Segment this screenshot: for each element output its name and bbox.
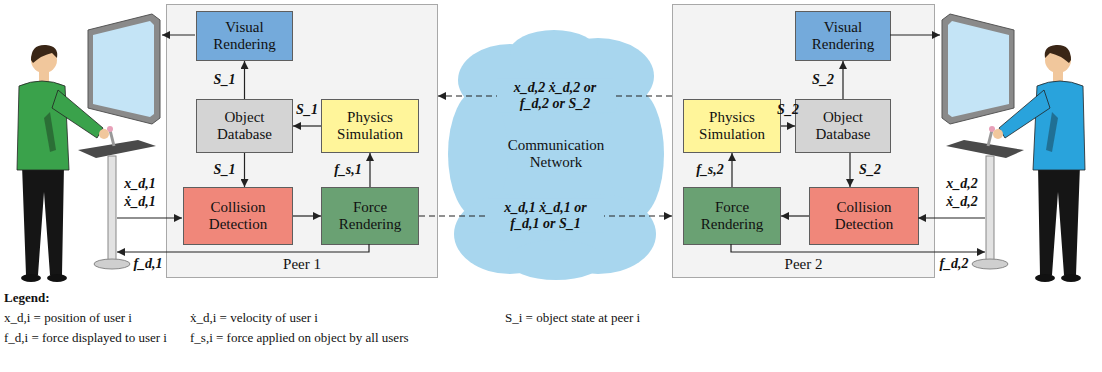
position-arrow [117, 217, 182, 218]
flow-arrow [849, 153, 850, 187]
signal-label: ẋ_d,2 [946, 194, 978, 210]
box-label: Object Database [203, 109, 286, 144]
user-1-figure [17, 14, 160, 282]
peer-title: Peer 2 [673, 256, 934, 273]
legend-entry: f_s,i = force applied on object by all u… [190, 330, 409, 346]
user-2-figure [942, 14, 1085, 282]
flow-arrow [781, 125, 795, 126]
process-box: Object Database [196, 99, 293, 153]
box-label: Physics Simulation [690, 109, 774, 144]
cloud-lobe [510, 30, 598, 74]
box-label: Force Rendering [328, 199, 412, 234]
process-box: Collision Detection [183, 187, 293, 245]
cloud-lobe [508, 240, 604, 280]
flow-arrow [244, 153, 245, 187]
edge-label: f_s,1 [334, 162, 362, 178]
box-label: Object Database [802, 109, 884, 144]
process-box: Object Database [795, 99, 891, 153]
box-label: Force Rendering [690, 199, 774, 234]
process-box: Visual Rendering [795, 11, 891, 61]
edge-label: S_1 [214, 72, 236, 88]
edge-label: S_1 [214, 162, 236, 178]
edge-label: x_d,2 ẋ_d,2 or f_d,2 or S_2 [497, 79, 613, 113]
signal-label: f_d,1 [133, 256, 162, 272]
peer-box: Peer 2 Visual RenderingPhysics Simulation… [672, 4, 935, 278]
network-cloud: Communication Network [448, 28, 664, 280]
box-label: Collision Detection [816, 199, 912, 234]
flow-arrow [293, 125, 321, 126]
process-box: Collision Detection [809, 187, 919, 245]
edge-label: S_2 [777, 102, 799, 118]
legend-entry: ẋ_d,i = velocity of user i [190, 310, 318, 326]
peer-title: Peer 1 [167, 256, 437, 273]
signal-label: x_d,2 [946, 176, 978, 192]
flow-arrow [369, 153, 370, 187]
edge-label: S_1 [296, 102, 318, 118]
signal-label: ẋ_d,1 [124, 194, 156, 210]
process-box: Visual Rendering [196, 11, 293, 61]
legend-entry: f_d,i = force displayed to user i [4, 330, 167, 346]
cloud-label: Communication Network [501, 137, 611, 172]
peer-box: Peer 1 Visual RenderingObject Database Phy… [166, 4, 438, 278]
edge-label: S_2 [812, 72, 834, 88]
flow-arrow [293, 215, 321, 216]
box-label: Collision Detection [190, 199, 286, 234]
legend-entry: S_i = object state at peer i [505, 310, 640, 326]
process-box: Force Rendering [321, 187, 419, 245]
display-arrow [890, 34, 940, 35]
flow-arrow [781, 215, 809, 216]
process-box: Force Rendering [683, 187, 781, 245]
process-box: Physics Simulation [683, 99, 781, 153]
legend-entry: x_d,i = position of user i [4, 310, 132, 326]
signal-label: x_d,1 [124, 176, 156, 192]
display-arrow [162, 34, 195, 35]
flow-arrow [244, 61, 245, 99]
position-arrow [918, 217, 985, 218]
process-box: Physics Simulation [321, 99, 419, 153]
box-label: Visual Rendering [203, 19, 286, 54]
edge-label: S_2 [859, 162, 881, 178]
flow-arrow [731, 153, 732, 187]
signal-label: f_d,2 [939, 256, 968, 272]
box-label: Physics Simulation [328, 109, 412, 144]
edge-label: x_d,1 ẋ_d,1 or f_d,1 or S_1 [488, 199, 604, 233]
box-label: Visual Rendering [802, 19, 884, 54]
flow-arrow [842, 61, 843, 99]
edge-label: f_s,2 [696, 162, 724, 178]
legend-title: Legend: [4, 291, 50, 306]
